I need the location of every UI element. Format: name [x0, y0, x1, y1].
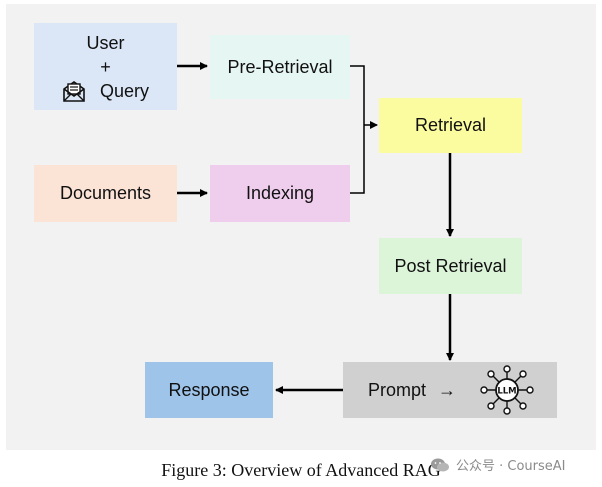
node-post-retrieval: Post Retrieval [379, 238, 522, 294]
post-retrieval-label: Post Retrieval [394, 255, 507, 276]
node-user-query: User + Query [34, 23, 177, 110]
node-documents: Documents [34, 165, 177, 222]
query-label: Query [99, 80, 150, 101]
wechat-icon [431, 458, 449, 471]
node-pre-retrieval: Pre-Retrieval [210, 35, 350, 99]
mail-document-icon [63, 80, 85, 102]
llm-icon-text: LLM [497, 387, 516, 397]
figure-caption: Figure 3: Overview of Advanced RAG [161, 460, 441, 480]
llm-network-icon: LLM [480, 365, 534, 415]
plus-label: + [100, 56, 111, 77]
connector-pre-to-junction [350, 65, 365, 194]
response-label: Response [168, 379, 250, 400]
pre-retrieval-label: Pre-Retrieval [227, 56, 333, 77]
user-label: User [86, 32, 125, 53]
documents-label: Documents [59, 183, 152, 203]
prompt-arrow: → [438, 379, 457, 400]
watermark-text: 公众号 · CourseAI [456, 459, 566, 474]
watermark: 公众号 · CourseAI [430, 455, 566, 474]
node-response: Response [145, 362, 273, 418]
node-retrieval: Retrieval [379, 98, 522, 153]
prompt-label: Prompt [368, 379, 427, 400]
node-prompt: Prompt → LLM [343, 362, 557, 418]
indexing-label: Indexing [245, 183, 315, 203]
retrieval-label: Retrieval [414, 115, 487, 135]
node-indexing: Indexing [210, 165, 350, 222]
